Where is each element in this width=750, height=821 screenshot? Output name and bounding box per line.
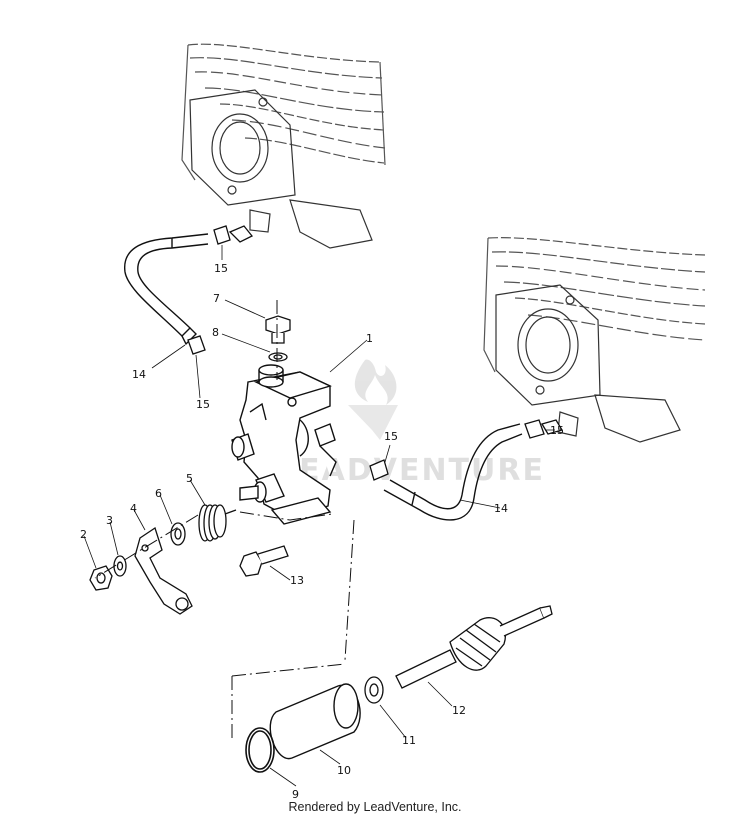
right-engine-cylinder: [483, 237, 706, 443]
callout-15-left: 15: [196, 398, 210, 411]
collar-10: [269, 683, 361, 760]
clamp-15-right: [524, 419, 545, 439]
callout-7: 7: [213, 292, 220, 305]
oil-pump-body: [231, 364, 337, 525]
washer-6: [170, 522, 186, 546]
oil-hose-left: [124, 233, 209, 346]
watermark-flame-logo: [354, 359, 397, 405]
spring: [198, 504, 237, 542]
upper-engine-cylinder: [181, 43, 386, 249]
lever-4: [134, 526, 193, 615]
washer-11: [364, 676, 384, 704]
nut-2: [89, 565, 113, 591]
footer-credit: Rendered by LeadVenture, Inc.: [288, 800, 462, 814]
callout-15-upper: 15: [214, 262, 228, 275]
watermark: LEADVENTURE: [278, 359, 545, 488]
callout-14-left: 14: [132, 368, 146, 381]
callout-3: 3: [106, 514, 113, 527]
callout-2: 2: [80, 528, 87, 541]
callout-12: 12: [452, 704, 466, 717]
clamp-15-hose-end: [187, 335, 206, 355]
callout-9: 9: [292, 788, 299, 801]
watermark-text: LEADVENTURE: [278, 453, 545, 488]
callout-numbers: 1 2 3 4 5 6 7 8 9 10 11 12 13 14 14 15 1…: [80, 262, 564, 801]
control-lever-assembly: [89, 504, 237, 615]
callout-11: 11: [402, 734, 416, 747]
callout-6: 6: [155, 487, 162, 500]
callout-13: 13: [290, 574, 304, 587]
o-ring-9: [245, 727, 275, 773]
washer-3: [113, 555, 127, 577]
callout-10: 10: [337, 764, 351, 777]
hose-clamps: [187, 225, 563, 481]
callout-15-pump: 15: [384, 430, 398, 443]
callout-14-right: 14: [494, 502, 508, 515]
clamp-15-upper: [213, 225, 231, 245]
leader-lines: [83, 245, 555, 787]
guide-lines: [94, 300, 355, 740]
bleed-screw: [265, 315, 291, 362]
callout-4: 4: [130, 502, 137, 515]
screw-13: [239, 545, 289, 577]
oil-hose-right: [383, 423, 523, 521]
callout-1: 1: [366, 332, 373, 345]
callout-5: 5: [186, 472, 193, 485]
callout-15-right: 15: [550, 424, 564, 437]
callout-8: 8: [212, 326, 219, 339]
clamp-15-pump-right: [369, 459, 389, 481]
drive-gear-12: [395, 605, 553, 689]
